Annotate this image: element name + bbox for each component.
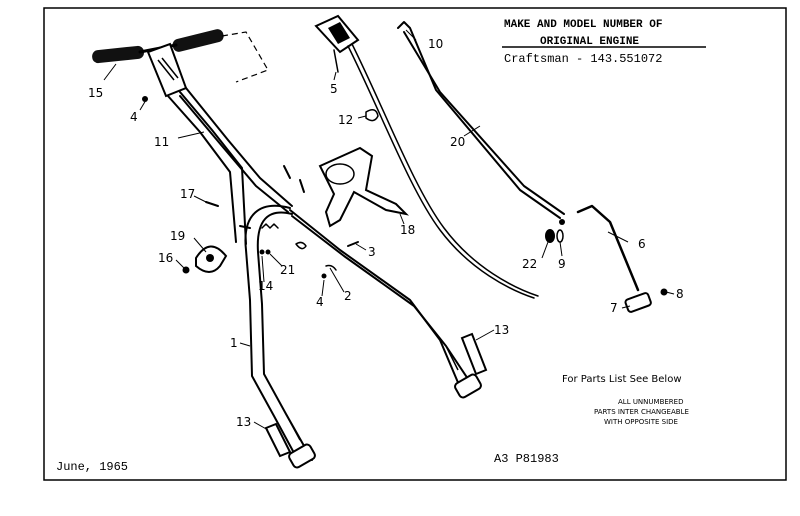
control-cable: [347, 45, 535, 299]
label-part-10: 10: [428, 37, 443, 51]
cable-clamp: [195, 245, 228, 273]
unnumbered-note-line3: WITH OPPOSITE SIDE: [604, 418, 678, 426]
label-part-16: 16: [158, 251, 173, 265]
engine-title-line2: ORIGINAL ENGINE: [540, 36, 639, 48]
throttle-rod: [397, 21, 565, 225]
label-part-13a: 13: [236, 415, 251, 429]
label-part-13b: 13: [494, 323, 509, 337]
cable-clip: [365, 109, 379, 122]
label-part-15: 15: [88, 86, 103, 100]
label-part-3: 3: [368, 245, 376, 259]
label-part-1: 1: [230, 336, 238, 350]
dashed-reference-line: [221, 31, 269, 83]
label-part-6: 6: [638, 237, 646, 251]
label-part-14: 14: [258, 279, 273, 293]
bent-rod: [576, 204, 640, 292]
engine-model: Craftsman - 143.551072: [504, 52, 662, 66]
diagram-border: [43, 7, 787, 481]
label-part-21: 21: [280, 263, 295, 277]
lower-handle: [244, 204, 482, 469]
rod-connector: [624, 288, 668, 313]
unnumbered-note-line1: ALL UNNUMBERED: [618, 398, 683, 406]
drawing-number: A3 P81983: [494, 452, 559, 466]
label-part-2: 2: [344, 289, 352, 303]
label-part-9: 9: [558, 257, 566, 271]
label-part-8: 8: [676, 287, 684, 301]
part-number-labels: 15 4 5 10 12 11 20 17 18 19 16 3 21 14 2…: [88, 37, 684, 429]
label-part-17: 17: [180, 187, 195, 201]
mounting-brackets: [264, 332, 488, 458]
label-part-5: 5: [330, 82, 338, 96]
label-part-12: 12: [338, 113, 353, 127]
bolts: [142, 96, 305, 193]
label-part-22: 22: [522, 257, 537, 271]
drawing-date: June, 1965: [56, 460, 128, 474]
label-part-11: 11: [154, 135, 169, 149]
label-part-7: 7: [610, 301, 618, 315]
label-part-4b: 4: [316, 295, 324, 309]
unnumbered-note-line2: PARTS INTER CHANGEABLE: [594, 408, 689, 416]
small-hardware: [182, 201, 359, 279]
handle-assembly-drawing: [92, 14, 668, 469]
upper-handle-bracket: [146, 42, 188, 98]
engine-title-line1: MAKE AND MODEL NUMBER OF: [504, 19, 662, 31]
parts-list-note: For Parts List See Below: [562, 374, 682, 385]
shield-bracket: [318, 146, 410, 228]
nut-and-washer: [545, 229, 564, 243]
label-part-18: 18: [400, 223, 415, 237]
label-part-4a: 4: [130, 110, 138, 124]
label-part-19: 19: [170, 229, 185, 243]
upper-handle-bar: [167, 87, 293, 245]
label-part-20: 20: [450, 135, 465, 149]
leader-lines: [103, 29, 675, 431]
control-lever: [314, 14, 360, 73]
